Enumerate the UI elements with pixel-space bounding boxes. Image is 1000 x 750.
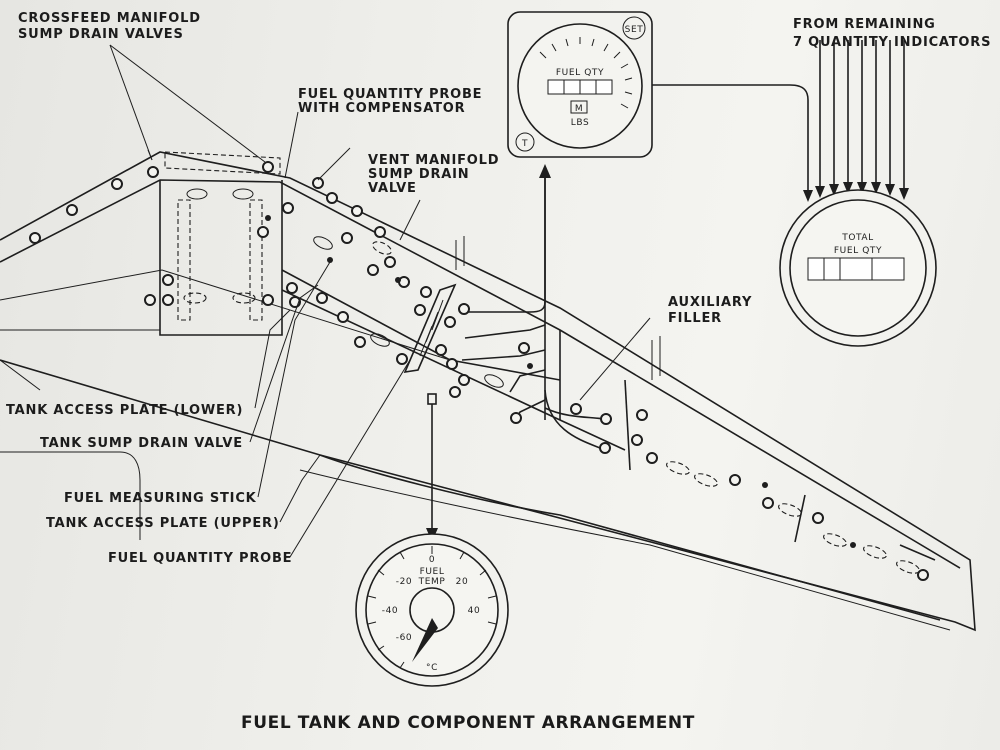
fastener-holes — [29, 161, 929, 581]
label-vent-1: VENT MANIFOLD — [368, 153, 499, 168]
label-quantity-probe: FUEL QUANTITY PROBE — [108, 551, 292, 566]
fuel-qty-gauge: SET FUEL QTY M LBS T — [507, 11, 653, 158]
access-ovals — [183, 188, 920, 574]
label-crossfeed-1: CROSSFEED MANIFOLD — [18, 11, 201, 26]
label-auxiliary-1: AUXILIARY — [668, 295, 752, 310]
fuel-qty-label: FUEL QTY — [556, 68, 604, 78]
t-label: T — [521, 139, 528, 149]
temp-tick-minus40: -40 — [382, 606, 399, 616]
label-sump-drain: TANK SUMP DRAIN VALVE — [40, 436, 243, 451]
label-crossfeed-2: SUMP DRAIN VALVES — [18, 27, 184, 42]
temp-tick-minus60: -60 — [396, 633, 413, 643]
temp-tick-minus20: -20 — [396, 577, 413, 587]
temp-tick-20: 20 — [456, 577, 469, 587]
temp-label: TEMP — [418, 577, 446, 587]
label-probe-compensator-1: FUEL QUANTITY PROBE — [298, 87, 482, 102]
m-label: M — [575, 104, 583, 114]
label-access-lower: TANK ACCESS PLATE (LOWER) — [6, 403, 243, 418]
label-from-remaining-1: FROM REMAINING — [793, 17, 936, 32]
label-vent-3: VALVE — [368, 181, 417, 196]
callout-labels: CROSSFEED MANIFOLD SUMP DRAIN VALVES FUE… — [6, 11, 991, 733]
leader-lines — [0, 44, 651, 558]
probe-wiring — [461, 178, 606, 449]
label-access-upper: TANK ACCESS PLATE (UPPER) — [46, 516, 280, 531]
label-auxiliary-2: FILLER — [668, 311, 722, 326]
label-from-remaining-2: 7 QUANTITY INDICATORS — [793, 35, 991, 50]
temp-tick-40: 40 — [468, 606, 481, 616]
label-measuring-stick: FUEL MEASURING STICK — [64, 491, 257, 506]
diagram-title: FUEL TANK AND COMPONENT ARRANGEMENT — [241, 713, 695, 733]
fuel-temp-gauge: 0 -20 20 -40 40 -60 FUEL TEMP °C — [355, 533, 509, 687]
label-probe-compensator-2: WITH COMPENSATOR — [298, 101, 465, 116]
total-fuel-qty-gauge: TOTAL FUEL QTY — [779, 189, 937, 347]
celsius-unit: °C — [426, 663, 438, 673]
total-fuel-qty-label: FUEL QTY — [834, 246, 882, 256]
fuel-label: FUEL — [420, 567, 445, 577]
set-label: SET — [625, 25, 644, 35]
lbs-label: LBS — [571, 118, 590, 128]
label-vent-2: SUMP DRAIN — [368, 167, 470, 182]
total-label: TOTAL — [841, 233, 874, 243]
qty-lines — [426, 40, 909, 542]
temp-tick-0: 0 — [429, 555, 435, 565]
